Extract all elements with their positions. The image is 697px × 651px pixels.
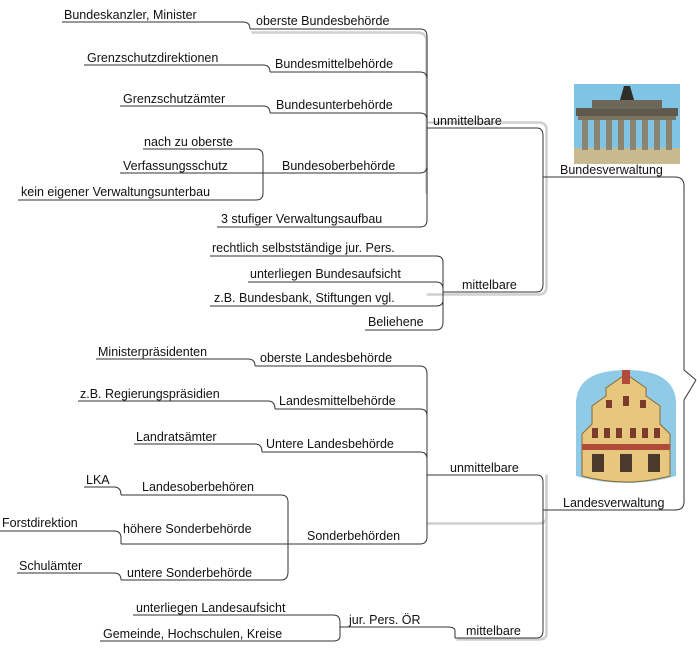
leaf-regierungspraesidien: z.B. Regierungspräsidien (80, 387, 220, 401)
branch-jur-pers (340, 626, 456, 638)
spine-bund-mittelbare (210, 255, 444, 331)
leaf-grenzschutzaemter: Grenzschutzämter (123, 92, 226, 106)
leaf-line-grenzschutzdirektionen (84, 64, 271, 73)
branch-bundesober (263, 165, 428, 174)
spine-bund-unmittelbare (419, 28, 428, 228)
node-sonderbehoerden[interactable]: Sonderbehörden (307, 529, 401, 543)
connector-bund-mittelbare (443, 177, 544, 293)
connector-land-mittelbare (455, 510, 544, 639)
leaf-unterliegen-bundesaufsicht: unterliegen Bundesaufsicht (250, 267, 401, 281)
spine-sonder (121, 494, 289, 581)
node-land-mittelbare[interactable]: mittelbare (466, 624, 521, 638)
node-bund-mittelbare[interactable]: mittelbare (462, 278, 517, 292)
leaf-gemeinde-hochschulen-kreise: Gemeinde, Hochschulen, Kreise (103, 627, 283, 641)
node-oberste-bundesbehoerde[interactable]: oberste Bundesbehörde (256, 14, 390, 28)
leaf-line-ministerpraesidenten (96, 358, 256, 367)
node-bundesunterbehoerde[interactable]: Bundesunterbehörde (276, 98, 393, 112)
spine-land-unmittelbare (419, 365, 428, 545)
node-landesoberbehoeren[interactable]: Landesoberbehören (142, 480, 254, 494)
node-land-unmittelbare[interactable]: unmittelbare (450, 461, 519, 475)
leaf-line-schulaemter (17, 572, 122, 581)
connector-root-land (543, 379, 697, 511)
node-bundesoberbehoerde[interactable]: Bundesoberbehörde (282, 159, 396, 173)
leaf-line-bundesaufsicht (248, 281, 444, 290)
leaf-lines-bundesober (18, 148, 264, 201)
leaf-nach-zu-oberste: nach zu oberste (144, 135, 233, 149)
root-bundesverwaltung[interactable]: Bundesverwaltung (560, 163, 663, 177)
leaf-kein-eigener-verwaltungsunterbau: kein eigener Verwaltungsunterbau (21, 185, 211, 199)
leaf-ministerpraesidenten: Ministerpräsidenten (98, 345, 208, 359)
branch-bundesmittel (270, 71, 428, 80)
leaf-line-lka (84, 486, 122, 496)
town-hall-icon (576, 370, 676, 483)
connector-bund-unmittelbare (427, 127, 544, 177)
connector-root-bund (543, 176, 697, 381)
node-hoehere-sonderbehoerde[interactable]: höhere Sonderbehörde (123, 522, 252, 536)
node-oberste-landesbehoerde[interactable]: oberste Landesbehörde (260, 351, 393, 365)
branch-bundesunter (270, 112, 428, 121)
leaf-unterliegen-landesaufsicht: unterliegen Landesaufsicht (136, 601, 286, 615)
leaf-line-bundesbank (210, 299, 444, 307)
spine-jur-pers (100, 614, 341, 642)
leaf-line-regierungspraesidien (78, 400, 276, 410)
leaf-schulaemter: Schulämter (19, 559, 83, 573)
node-bund-unmittelbare[interactable]: unmittelbare (433, 114, 502, 128)
connector-land-unmittelbare (427, 474, 544, 510)
node-untere-landesbehoerde[interactable]: Untere Landesbehörde (266, 437, 394, 451)
leaf-landratsaemter: Landratsämter (136, 430, 217, 444)
leaf-forstdirektion: Forstdirektion (2, 516, 78, 530)
connector-shadows (251, 31, 548, 641)
branch-landesmittel (275, 408, 428, 417)
node-jur-pers-oer[interactable]: jur. Pers. ÖR (349, 613, 421, 627)
leaf-bundeskanzler: Bundeskanzler, Minister (64, 8, 197, 22)
node-bundesmittelbehoerde[interactable]: Bundesmittelbehörde (275, 57, 394, 71)
leaf-beliehene: Beliehene (368, 315, 424, 329)
leaf-line-landratsaemter (134, 443, 263, 453)
node-3-stufiger-verwaltungsaufbau[interactable]: 3 stufiger Verwaltungsaufbau (221, 212, 383, 226)
brandenburg-gate-icon (574, 84, 680, 164)
leaf-bundesbank-stiftungen: z.B. Bundesbank, Stiftungen vgl. (214, 291, 395, 305)
leaf-line-forstdirektion (0, 530, 122, 544)
leaf-lka: LKA (86, 473, 110, 487)
leaf-line-bundeskanzler (62, 21, 251, 30)
branch-untere-land (262, 451, 428, 460)
leaf-grenzschutzdirektionen: Grenzschutzdirektionen (87, 51, 219, 65)
leaf-line-grenzschutzaemter (120, 105, 271, 114)
node-landesmittelbehoerde[interactable]: Landesmittelbehörde (279, 394, 396, 408)
leaf-rechtlich-selbststaendig: rechtlich selbstständige jur. Pers. (212, 241, 395, 255)
leaf-verfassungsschutz: Verfassungsschutz (123, 159, 228, 173)
root-landesverwaltung[interactable]: Landesverwaltung (563, 496, 665, 510)
node-untere-sonderbehoerde[interactable]: untere Sonderbehörde (127, 566, 253, 580)
